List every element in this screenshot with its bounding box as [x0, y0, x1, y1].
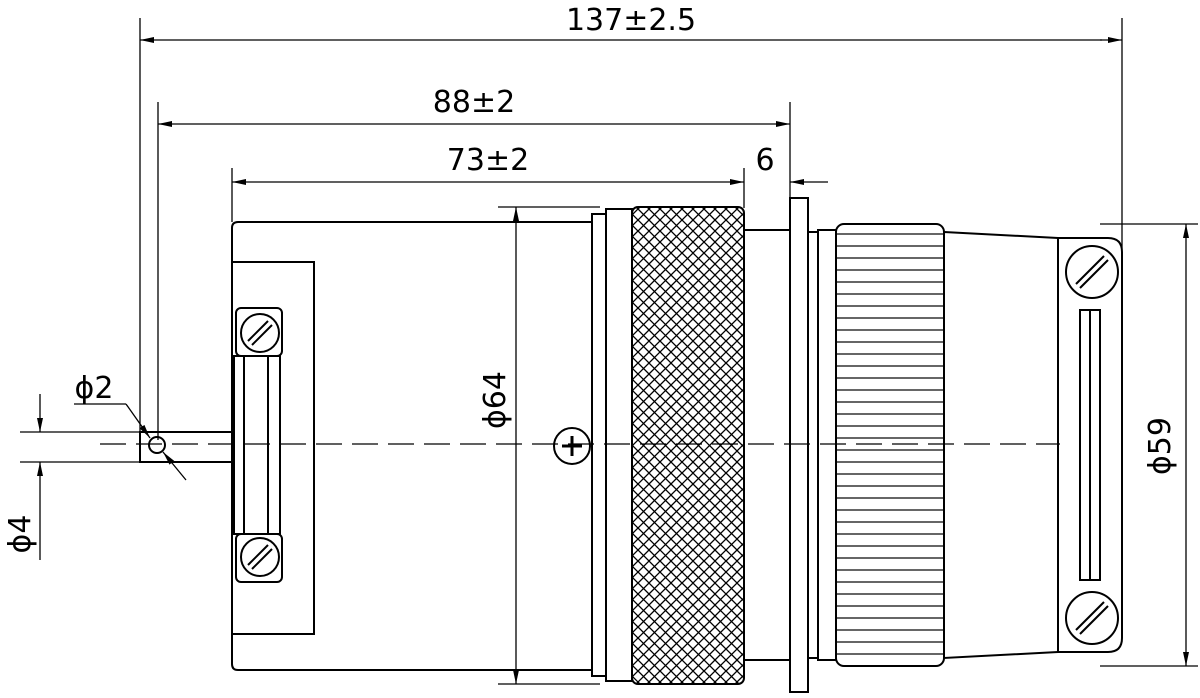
clamp-screw-bottom-block [235, 533, 283, 583]
plug-screw-top-icon [1065, 245, 1119, 299]
knurled-coupling-nut [631, 206, 745, 685]
rear-housing [231, 221, 593, 671]
extension-lines [20, 18, 1198, 685]
neck [743, 229, 791, 661]
clamp-screw-top-icon [240, 313, 280, 353]
flange-spacer [807, 231, 819, 659]
mounting-flange [789, 197, 809, 693]
dim-shell-diameter: ϕ64 [478, 371, 513, 429]
dim-body-length: 88±2 [433, 85, 515, 120]
plug-screw-bottom-icon [1065, 591, 1119, 645]
dim-flange-thickness: 6 [755, 143, 774, 178]
coupling-ring-1 [591, 213, 607, 677]
cable-clamp-plate [231, 261, 315, 635]
ribbed-plug-sleeve [835, 223, 945, 667]
coupling-ring-2 [605, 208, 633, 682]
dim-plug-diameter: ϕ59 [1143, 417, 1178, 475]
dim-pin-diameter: ϕ2 [75, 371, 114, 406]
clamp-screw-top-block [235, 307, 283, 357]
pin [148, 436, 166, 454]
phillips-screw-icon [553, 427, 591, 465]
dimension-lines [37, 37, 1189, 684]
shaft [139, 431, 234, 463]
dim-overall-length: 137±2.5 [566, 3, 696, 38]
plug-ring [817, 229, 837, 661]
clamp-screw-bottom-icon [240, 537, 280, 577]
plug-backshell [943, 230, 1123, 660]
cable-clamp-bar [233, 355, 281, 535]
dim-shaft-diameter: ϕ4 [3, 515, 38, 554]
dim-shell-length: 73±2 [447, 143, 529, 178]
